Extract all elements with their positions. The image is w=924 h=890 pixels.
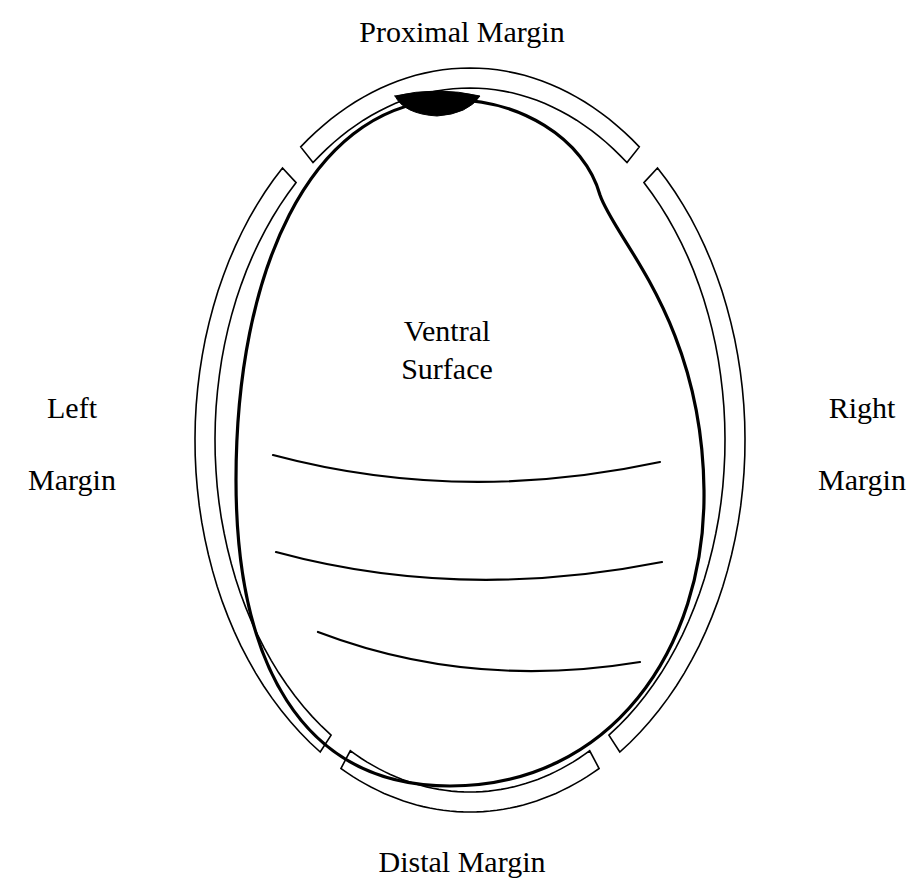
growth-line xyxy=(273,455,660,482)
margin-label: Left Margin xyxy=(9,372,135,516)
egg-shape xyxy=(236,100,704,786)
margin-label: Right Margin xyxy=(802,372,922,516)
egg-outline xyxy=(228,90,710,792)
margin-bracket xyxy=(195,168,331,752)
dark-spot xyxy=(395,91,480,116)
ventral-outline: Ventral Surface xyxy=(228,90,710,792)
margin-label: Proximal Margin xyxy=(302,12,622,52)
region-label: Ventral Surface xyxy=(362,312,532,388)
margin-label: Distal Margin xyxy=(302,842,622,882)
growth-line xyxy=(318,632,640,671)
growth-line xyxy=(276,552,662,580)
margin-bracket xyxy=(301,68,640,163)
